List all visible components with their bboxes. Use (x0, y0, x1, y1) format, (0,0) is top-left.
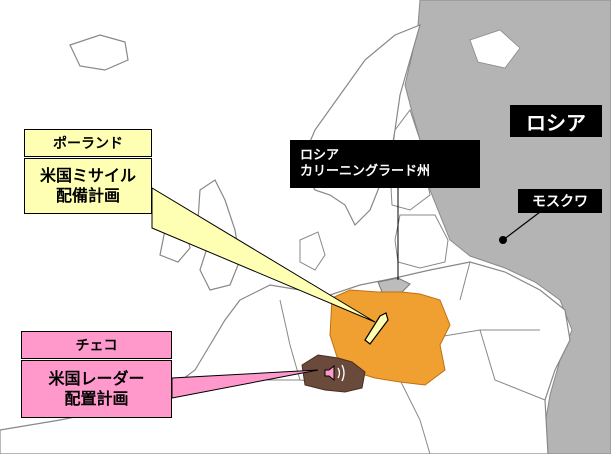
poland-callout-title: ポーランド (24, 129, 152, 157)
iceland (69, 34, 129, 71)
moscow-leader (502, 211, 541, 241)
kaliningrad-label-line1: ロシア (300, 147, 340, 163)
czech-callout-line2: 配置計画 (64, 389, 129, 408)
city-dot-icon (499, 236, 507, 244)
poland-callout-line2: 配備計画 (55, 186, 120, 205)
kaliningrad-label: ロシア カリーニングラード州 (290, 140, 480, 188)
missile-icon (364, 312, 389, 345)
radar-icon (324, 364, 345, 382)
czech-callout-body: 米国レーダー 配置計画 (21, 360, 172, 418)
czech-callout-pointer (171, 369, 319, 399)
russia-label: ロシア (510, 105, 602, 137)
moscow-label: モスクワ (518, 189, 602, 213)
poland-callout-pointer (151, 187, 376, 323)
poland-callout-body: 米国ミサイル 配備計画 (24, 158, 152, 214)
czech-callout-line1: 米国レーダー (48, 369, 145, 388)
white-sea (469, 29, 521, 69)
kaliningrad-region (377, 277, 411, 293)
baltics (394, 214, 449, 269)
poland-callout-line1: 米国ミサイル (39, 166, 136, 185)
kaliningrad-label-line2: カリーニングラード州 (300, 164, 431, 179)
czech-callout-title: チェコ (21, 331, 172, 359)
denmark (299, 231, 326, 271)
